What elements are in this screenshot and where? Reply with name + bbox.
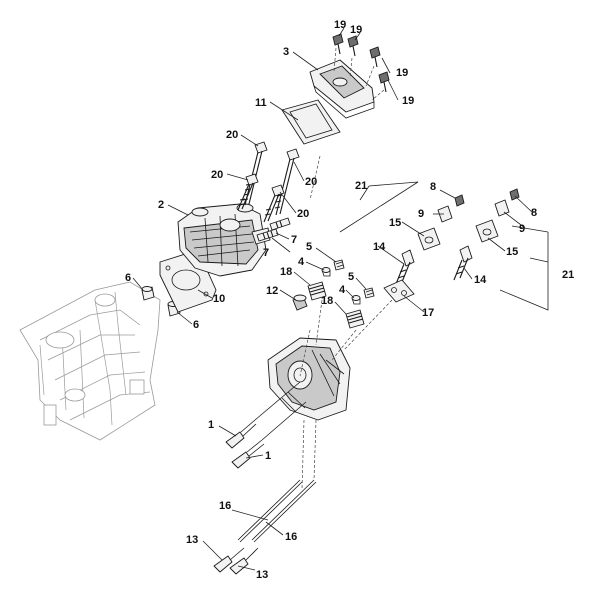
callout-13: 13 xyxy=(256,569,268,581)
pivot-9-left xyxy=(437,205,453,223)
head-bolt-1 xyxy=(242,141,268,206)
rocker-arm-15-right xyxy=(475,219,499,243)
callout-5: 5 xyxy=(306,241,312,253)
leader-lines xyxy=(132,27,549,571)
callout-15: 15 xyxy=(506,246,518,258)
cover-bolt-3 xyxy=(369,46,381,68)
callout-12: 12 xyxy=(266,285,278,297)
crankcase-ghost xyxy=(19,281,161,441)
head-bolt-4 xyxy=(263,184,285,223)
callout-11: 11 xyxy=(255,97,267,109)
callout-16: 16 xyxy=(219,500,231,512)
cover-bolt-4 xyxy=(378,71,390,93)
valve-keeper-5-upper xyxy=(333,259,345,271)
callout-20: 20 xyxy=(211,169,223,181)
callout-15: 15 xyxy=(389,217,401,229)
cover-bolt-2 xyxy=(347,35,359,57)
valve-cover xyxy=(309,59,375,119)
callout-7: 7 xyxy=(263,247,269,259)
callout-1: 1 xyxy=(265,450,271,462)
callout-9: 9 xyxy=(418,208,424,220)
callout-18: 18 xyxy=(280,266,292,278)
callout-10: 10 xyxy=(213,293,225,305)
callout-3: 3 xyxy=(283,46,289,58)
valve-cover-gasket xyxy=(281,99,341,145)
callout-19: 19 xyxy=(350,24,362,36)
rocker-studs-14-left xyxy=(395,249,415,285)
guide-plate-17 xyxy=(383,279,415,303)
valve-stem-seal xyxy=(292,294,308,311)
callout-7: 7 xyxy=(291,234,297,246)
alignment-lines xyxy=(299,47,393,491)
head-bolt-3 xyxy=(237,173,259,211)
cylinder-head xyxy=(177,203,271,277)
head-bolt-2 xyxy=(274,148,300,216)
spring-retainer-4-lower xyxy=(351,295,361,305)
nut-8-left xyxy=(454,194,465,207)
callout-21: 21 xyxy=(562,269,574,281)
callout-16: 16 xyxy=(285,531,297,543)
callout-2: 2 xyxy=(158,199,164,211)
callout-8: 8 xyxy=(531,207,537,219)
callout-14: 14 xyxy=(474,274,487,286)
callout-8: 8 xyxy=(430,181,436,193)
callout-5: 5 xyxy=(348,271,354,283)
valve-spring-upper xyxy=(307,281,327,301)
pivot-9-right xyxy=(494,199,510,217)
callout-14: 14 xyxy=(373,241,386,253)
callout-18: 18 xyxy=(321,295,333,307)
stud-lower xyxy=(269,217,291,231)
callout-20: 20 xyxy=(305,176,317,188)
callout-9: 9 xyxy=(519,223,525,235)
spring-retainer-4-upper xyxy=(321,267,331,277)
stud-upper xyxy=(256,228,279,242)
rocker-arm-15-left xyxy=(417,227,441,251)
callout-19: 19 xyxy=(396,67,408,79)
cover-bolt-1 xyxy=(332,33,344,55)
callout-20: 20 xyxy=(297,208,309,220)
valve-keeper-5-lower xyxy=(363,287,375,299)
callout-4: 4 xyxy=(339,284,346,296)
valve-intake xyxy=(225,381,301,449)
callout-19: 19 xyxy=(402,95,414,107)
tappet-1 xyxy=(213,547,245,573)
callout-4: 4 xyxy=(298,256,305,268)
valve-exhaust xyxy=(231,401,307,469)
callout-6: 6 xyxy=(125,272,131,284)
callout-19: 19 xyxy=(334,19,346,31)
callout-17: 17 xyxy=(422,307,434,319)
callout-20: 20 xyxy=(226,129,238,141)
callout-21: 21 xyxy=(355,180,367,192)
valve-spring-lower xyxy=(345,309,365,329)
callout-labels: 19 19 19 19 3 11 20 20 20 20 2 7 7 6 10 … xyxy=(125,19,574,581)
push-rod-1 xyxy=(237,479,303,543)
callout-13: 13 xyxy=(186,534,198,546)
callout-6: 6 xyxy=(193,319,199,331)
dowel-pin-upper xyxy=(141,286,155,301)
rocker-studs-14-right xyxy=(453,245,473,281)
callout-1: 1 xyxy=(208,419,214,431)
push-rod-2 xyxy=(251,479,317,543)
rocker-housing xyxy=(267,337,351,421)
